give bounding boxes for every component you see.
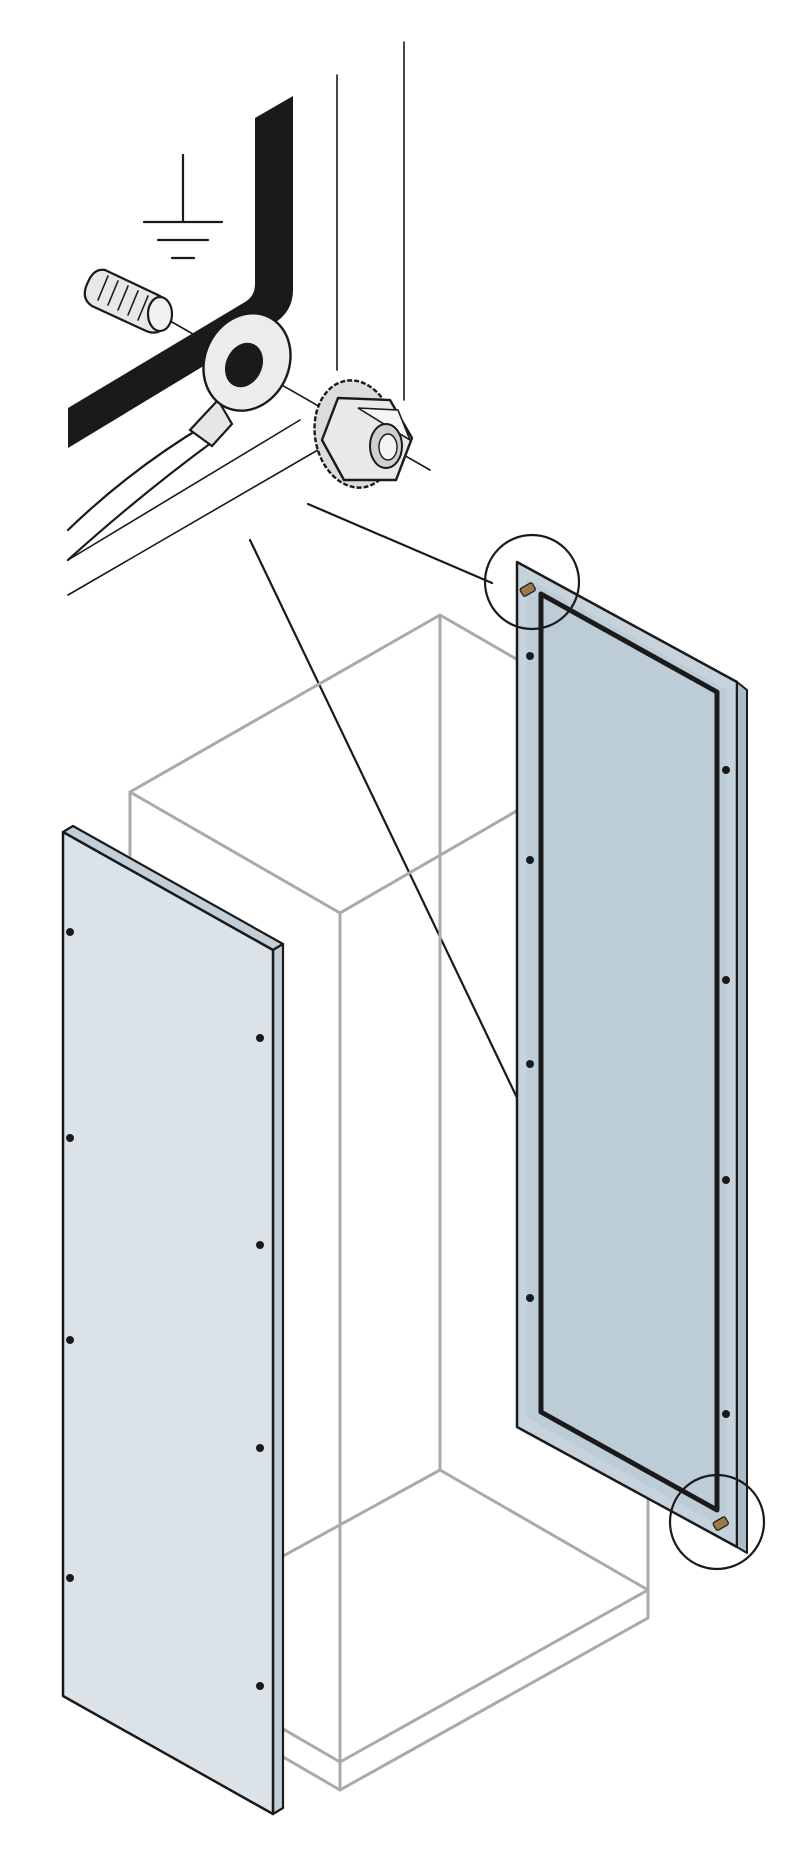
ring-terminal-icon: [188, 312, 292, 448]
threaded-stud-icon: [83, 268, 174, 334]
earth-stud-bottom: [712, 1516, 729, 1531]
frame-bottom-edge-2: [67, 419, 301, 561]
hex-nut-icon: [313, 379, 414, 489]
earthing-detail-inset: [66, 41, 431, 596]
gasket-strip: [68, 96, 293, 448]
callout-circle-bottom: [668, 1473, 766, 1571]
earth-stud-top: [519, 582, 536, 597]
panel-gasket: [538, 591, 720, 1513]
frame-bottom-edge: [67, 439, 336, 596]
earth-cable-upper: [66, 423, 207, 532]
side-panel: [61, 824, 285, 1816]
earth-ground-icon: [142, 153, 224, 260]
earth-cable-lower: [66, 438, 217, 562]
leader-line-upper: [306, 502, 494, 585]
rear-panel: [515, 560, 748, 1554]
callout-circle-top: [483, 533, 581, 631]
